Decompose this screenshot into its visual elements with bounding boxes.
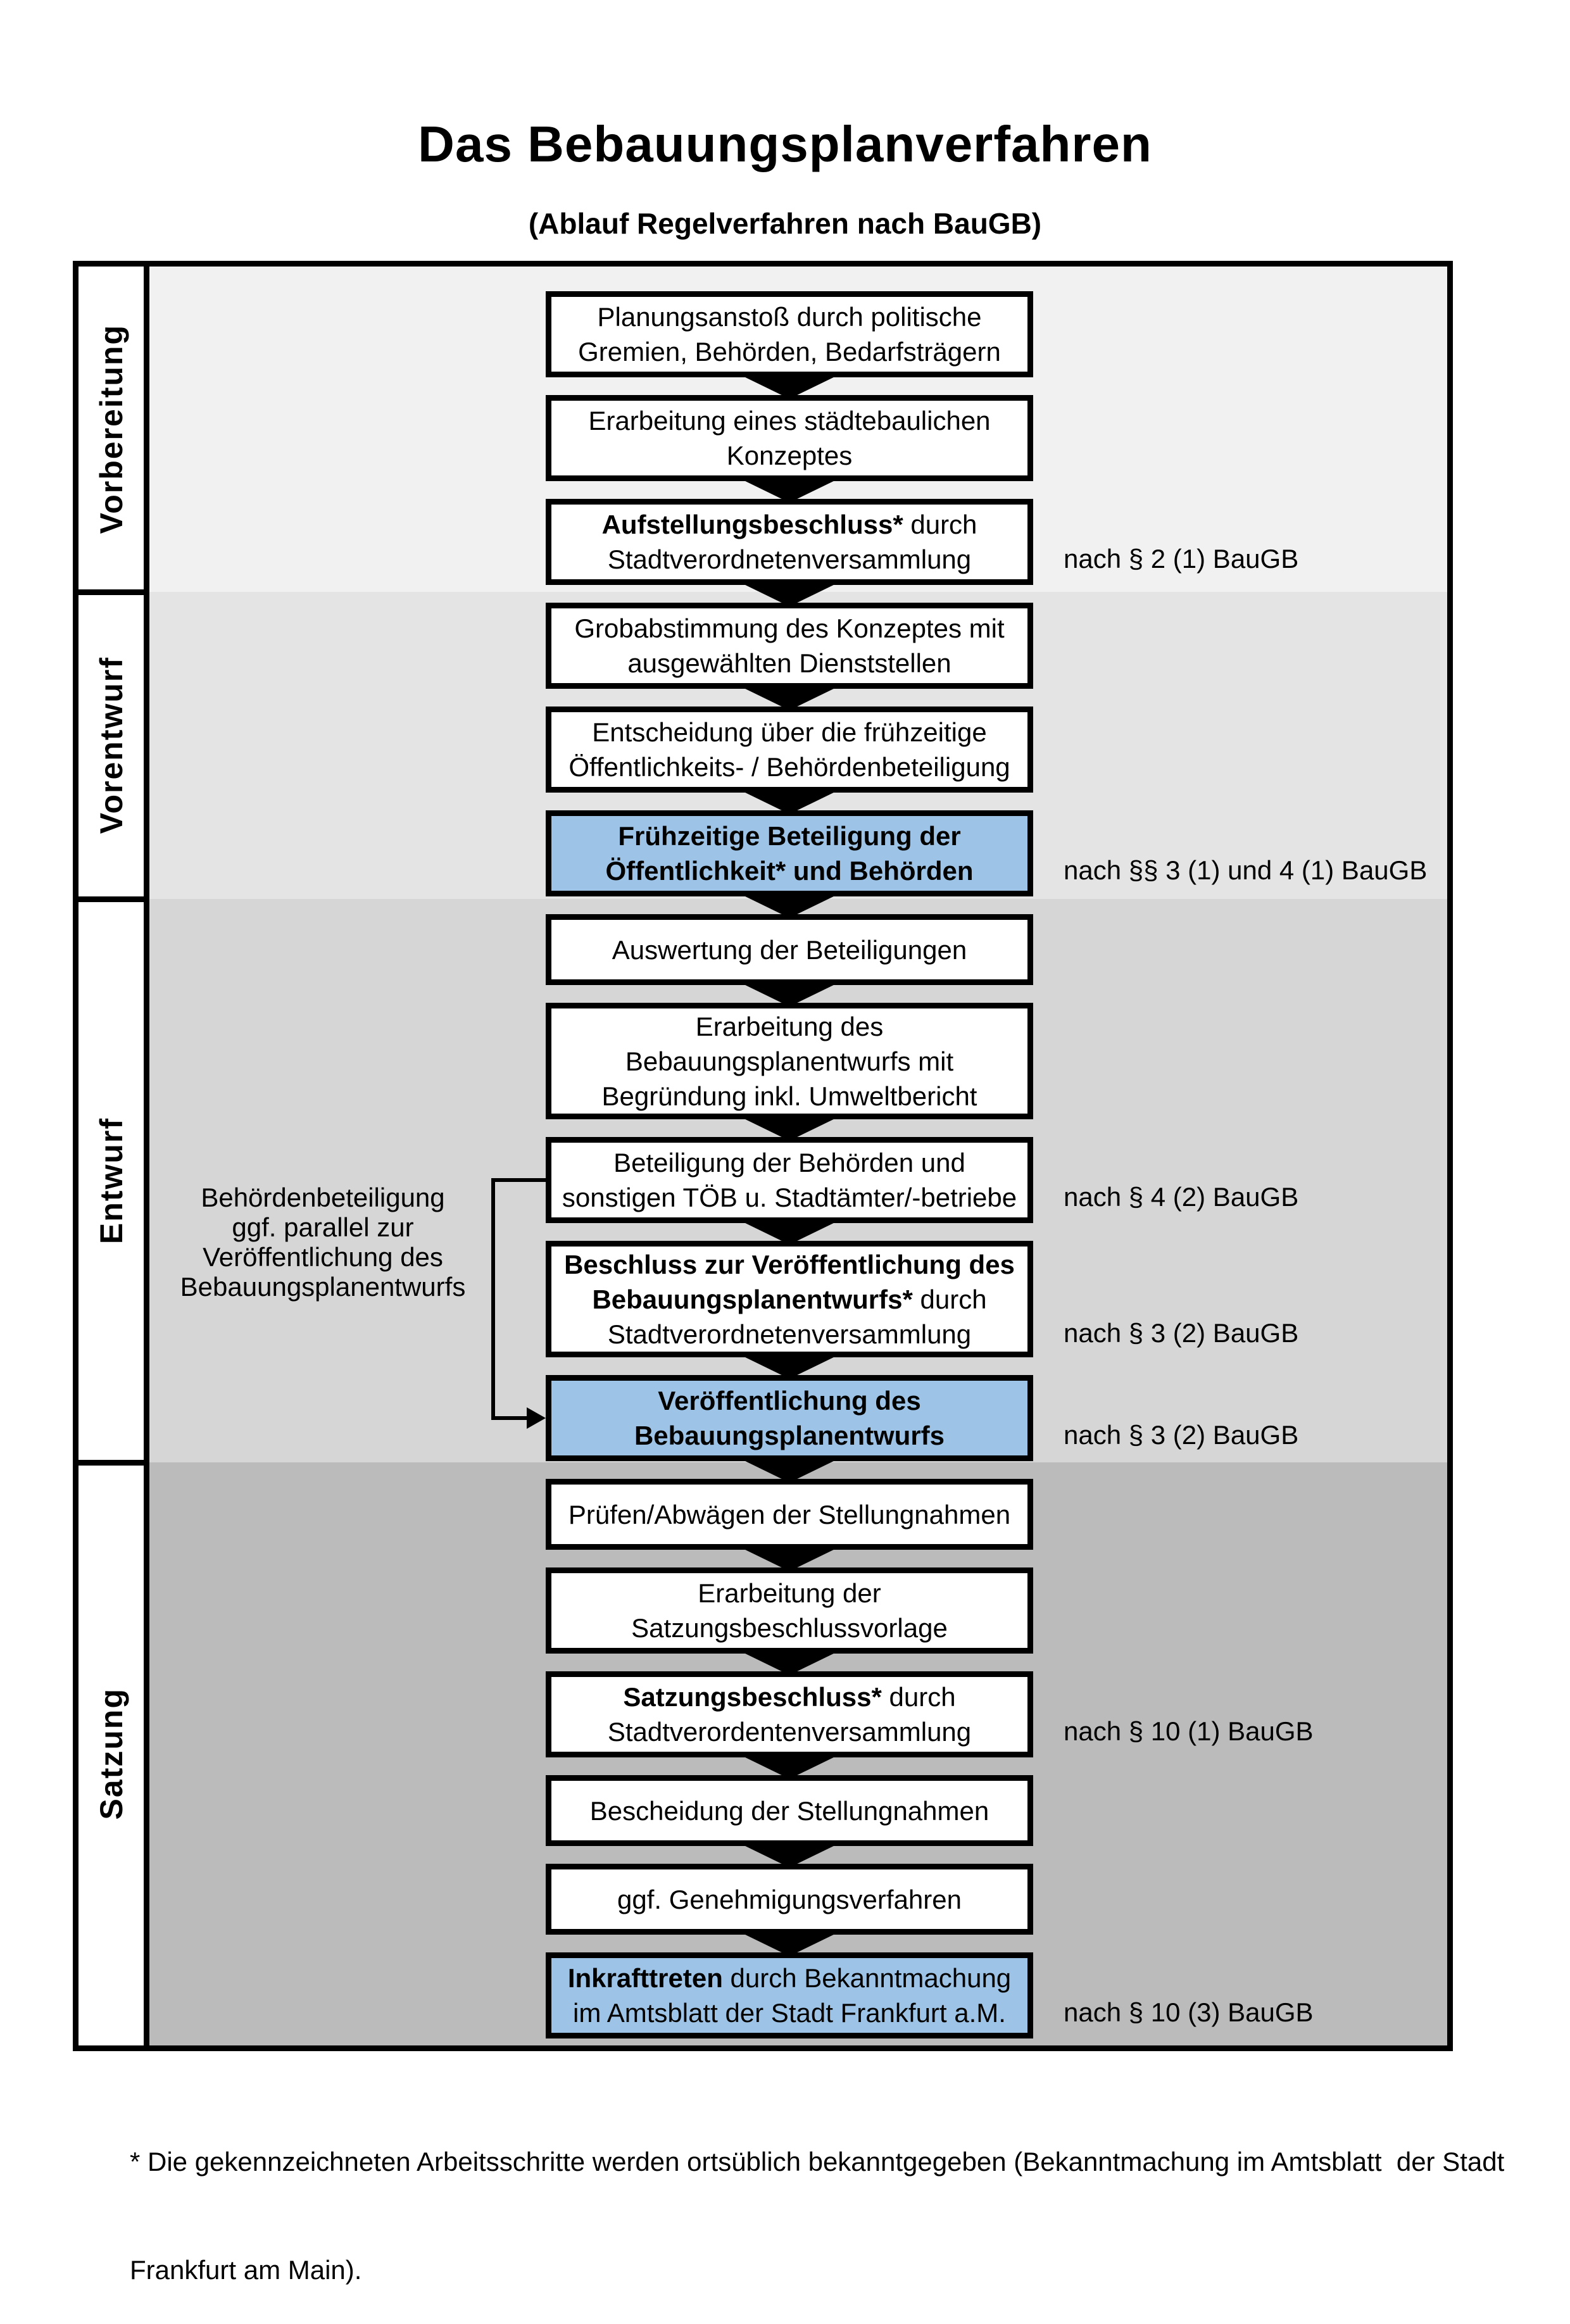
flow-box-text-line: Prüfen/Abwägen der Stellungnahmen: [568, 1499, 1011, 1529]
page-title: Das Bebauungsplanverfahren: [418, 116, 1152, 172]
flow-box-text-line: Satzungsbeschluss* durch: [623, 1682, 956, 1712]
flow-box-grobabstimmung: Grobabstimmung des Konzeptes mit ausgewäh…: [546, 603, 1033, 689]
flow-box-text-line: Öffentlichkeits- / Behördenbeteiligung: [568, 752, 1010, 782]
flow-box-text-line: Öffentlichkeit* und Behörden: [605, 856, 974, 886]
flow-box-text-line: Bebauungsplanentwurfs* durch: [592, 1284, 987, 1314]
arrow-down-icon: [740, 375, 839, 399]
side-note-line: Behördenbeteiligung: [201, 1183, 445, 1212]
arrow-down-icon: [740, 894, 839, 918]
flow-box-text-line: Planungsanstoß durch politische: [597, 302, 982, 332]
flow-box-text-line: Gremien, Behörden, Bedarfsträgern: [578, 337, 1001, 367]
arrow-down-icon: [740, 479, 839, 503]
page-subtitle: (Ablauf Regelverfahren nach BauGB): [528, 207, 1042, 240]
phase-label-entwurf: Entwurf: [78, 899, 144, 1462]
flow-box-beteiligung-behoerden-toeb: Beteiligung der Behörden und sonstigen TÖ…: [546, 1137, 1033, 1223]
phase-divider-line: [78, 589, 149, 595]
flow-box-text-line: Stadtverordentenversammlung: [607, 1717, 972, 1747]
flow-box-pruefen-abwaegen: Prüfen/Abwägen der Stellungnahmen: [546, 1479, 1033, 1550]
flow-box-text-line: Entscheidung über die frühzeitige: [592, 717, 987, 747]
arrow-down-icon: [740, 1843, 839, 1868]
phase-label-vorbereitung: Vorbereitung: [78, 267, 144, 592]
connector-bottom-horizontal-line: [491, 1416, 529, 1420]
flow-box-bescheidung-stellungnahmen: Bescheidung der Stellungnahmen: [546, 1775, 1033, 1846]
legal-reference: nach § 10 (1) BauGB: [1064, 1716, 1314, 1746]
connector-arrowhead-icon: [527, 1407, 546, 1429]
flow-box-text-line: Bebauungsplanentwurfs: [634, 1421, 945, 1450]
phase-label-text: Satzung: [93, 1688, 129, 1820]
arrow-down-icon: [740, 983, 839, 1007]
legal-reference: nach §§ 3 (1) und 4 (1) BauGB: [1064, 855, 1428, 885]
flow-box-text-line: Erarbeitung des: [695, 1011, 884, 1041]
flow-box-text-line: Satzungsbeschlussvorlage: [631, 1613, 948, 1643]
flow-box-text-line: Beteiligung der Behörden und: [613, 1148, 965, 1178]
flow-box-text-line: Bescheidung der Stellungnahmen: [589, 1795, 989, 1826]
connector-top-horizontal-line: [491, 1178, 546, 1182]
flow-box-text-line: im Amtsblatt der Stadt Frankfurt a.M.: [573, 1998, 1006, 2028]
legal-reference: nach § 2 (1) BauGB: [1064, 544, 1299, 574]
flow-box-text-line: Auswertung der Beteiligungen: [612, 934, 967, 965]
phase-label-text: Vorentwurf: [93, 656, 129, 834]
side-note-line: Veröffentlichung des: [203, 1242, 443, 1272]
phase-label-text: Vorbereitung: [93, 324, 129, 534]
footnote-line: Frankfurt am Main).: [130, 2255, 362, 2285]
arrow-down-icon: [740, 686, 839, 710]
flow-box-text-line: Stadtverordnetenversammlung: [607, 544, 972, 574]
flow-box-text-line: Beschluss zur Veröffentlichung des: [564, 1249, 1015, 1279]
arrow-down-icon: [740, 790, 839, 814]
connector-vertical-line: [491, 1178, 495, 1420]
phase-label-text: Entwurf: [93, 1117, 129, 1245]
arrow-down-icon: [740, 1932, 839, 1956]
arrow-down-icon: [740, 1221, 839, 1245]
legal-reference: nach § 10 (3) BauGB: [1064, 1997, 1314, 2027]
flow-box-text-line: sonstigen TÖB u. Stadtämter/-betriebe: [562, 1183, 1017, 1212]
phase-divider-line: [78, 1460, 149, 1466]
flow-box-auswertung-beteiligungen: Auswertung der Beteiligungen: [546, 914, 1033, 985]
legal-reference: nach § 3 (2) BauGB: [1064, 1420, 1299, 1450]
legal-reference: nach § 3 (2) BauGB: [1064, 1318, 1299, 1348]
phase-label-vorentwurf: Vorentwurf: [78, 592, 144, 899]
side-note-line: Bebauungsplanentwurfs: [180, 1272, 466, 1302]
flow-box-text-line: ggf. Genehmigungsverfahren: [617, 1884, 962, 1914]
arrow-down-icon: [740, 582, 839, 606]
flow-box-text-line: ausgewählten Dienststellen: [627, 648, 951, 678]
flow-box-text-line: Aufstellungsbeschluss* durch: [601, 510, 977, 539]
footnote: * Die gekennzeichneten Arbeitsschritte w…: [130, 2071, 1535, 2324]
phase-divider-line: [78, 896, 149, 902]
flow-box-text-line: Erarbeitung der: [698, 1578, 881, 1608]
phase-label-satzung: Satzung: [78, 1462, 144, 2045]
flow-box-text-line: Konzeptes: [726, 441, 853, 470]
flow-box-text-line: Veröffentlichung des: [658, 1386, 921, 1416]
flow-box-text-line: Erarbeitung eines städtebaulichen: [588, 406, 991, 436]
arrow-down-icon: [740, 1355, 839, 1379]
flow-box-text-line: Stadtverordnetenversammlung: [607, 1319, 972, 1349]
arrow-down-icon: [740, 1651, 839, 1675]
footnote-line: * Die gekennzeichneten Arbeitsschritte w…: [130, 2147, 1505, 2176]
flow-box-text-line: Bebauungsplanentwurfs mit: [625, 1046, 954, 1076]
flow-box-text-line: Inkrafttreten durch Bekanntmachung: [567, 1963, 1012, 1993]
flow-box-text-line: Grobabstimmung des Konzeptes mit: [574, 613, 1005, 643]
phase-column-divider-line: [144, 263, 149, 2049]
side-note-line: ggf. parallel zur: [232, 1212, 414, 1242]
flow-box-genehmigungsverfahren: ggf. Genehmigungsverfahren: [546, 1864, 1033, 1935]
flow-box-text-line: Begründung inkl. Umweltbericht: [601, 1081, 977, 1111]
arrow-down-icon: [740, 1459, 839, 1483]
legal-reference: nach § 4 (2) BauGB: [1064, 1182, 1299, 1212]
arrow-down-icon: [740, 1547, 839, 1571]
flow-box-text-line: Frühzeitige Beteiligung der: [618, 821, 961, 851]
arrow-down-icon: [740, 1117, 839, 1141]
flow-box-inkrafttreten: Inkrafttreten durch Bekanntmachung im Amt…: [546, 1952, 1033, 2038]
arrow-down-icon: [740, 1755, 839, 1779]
